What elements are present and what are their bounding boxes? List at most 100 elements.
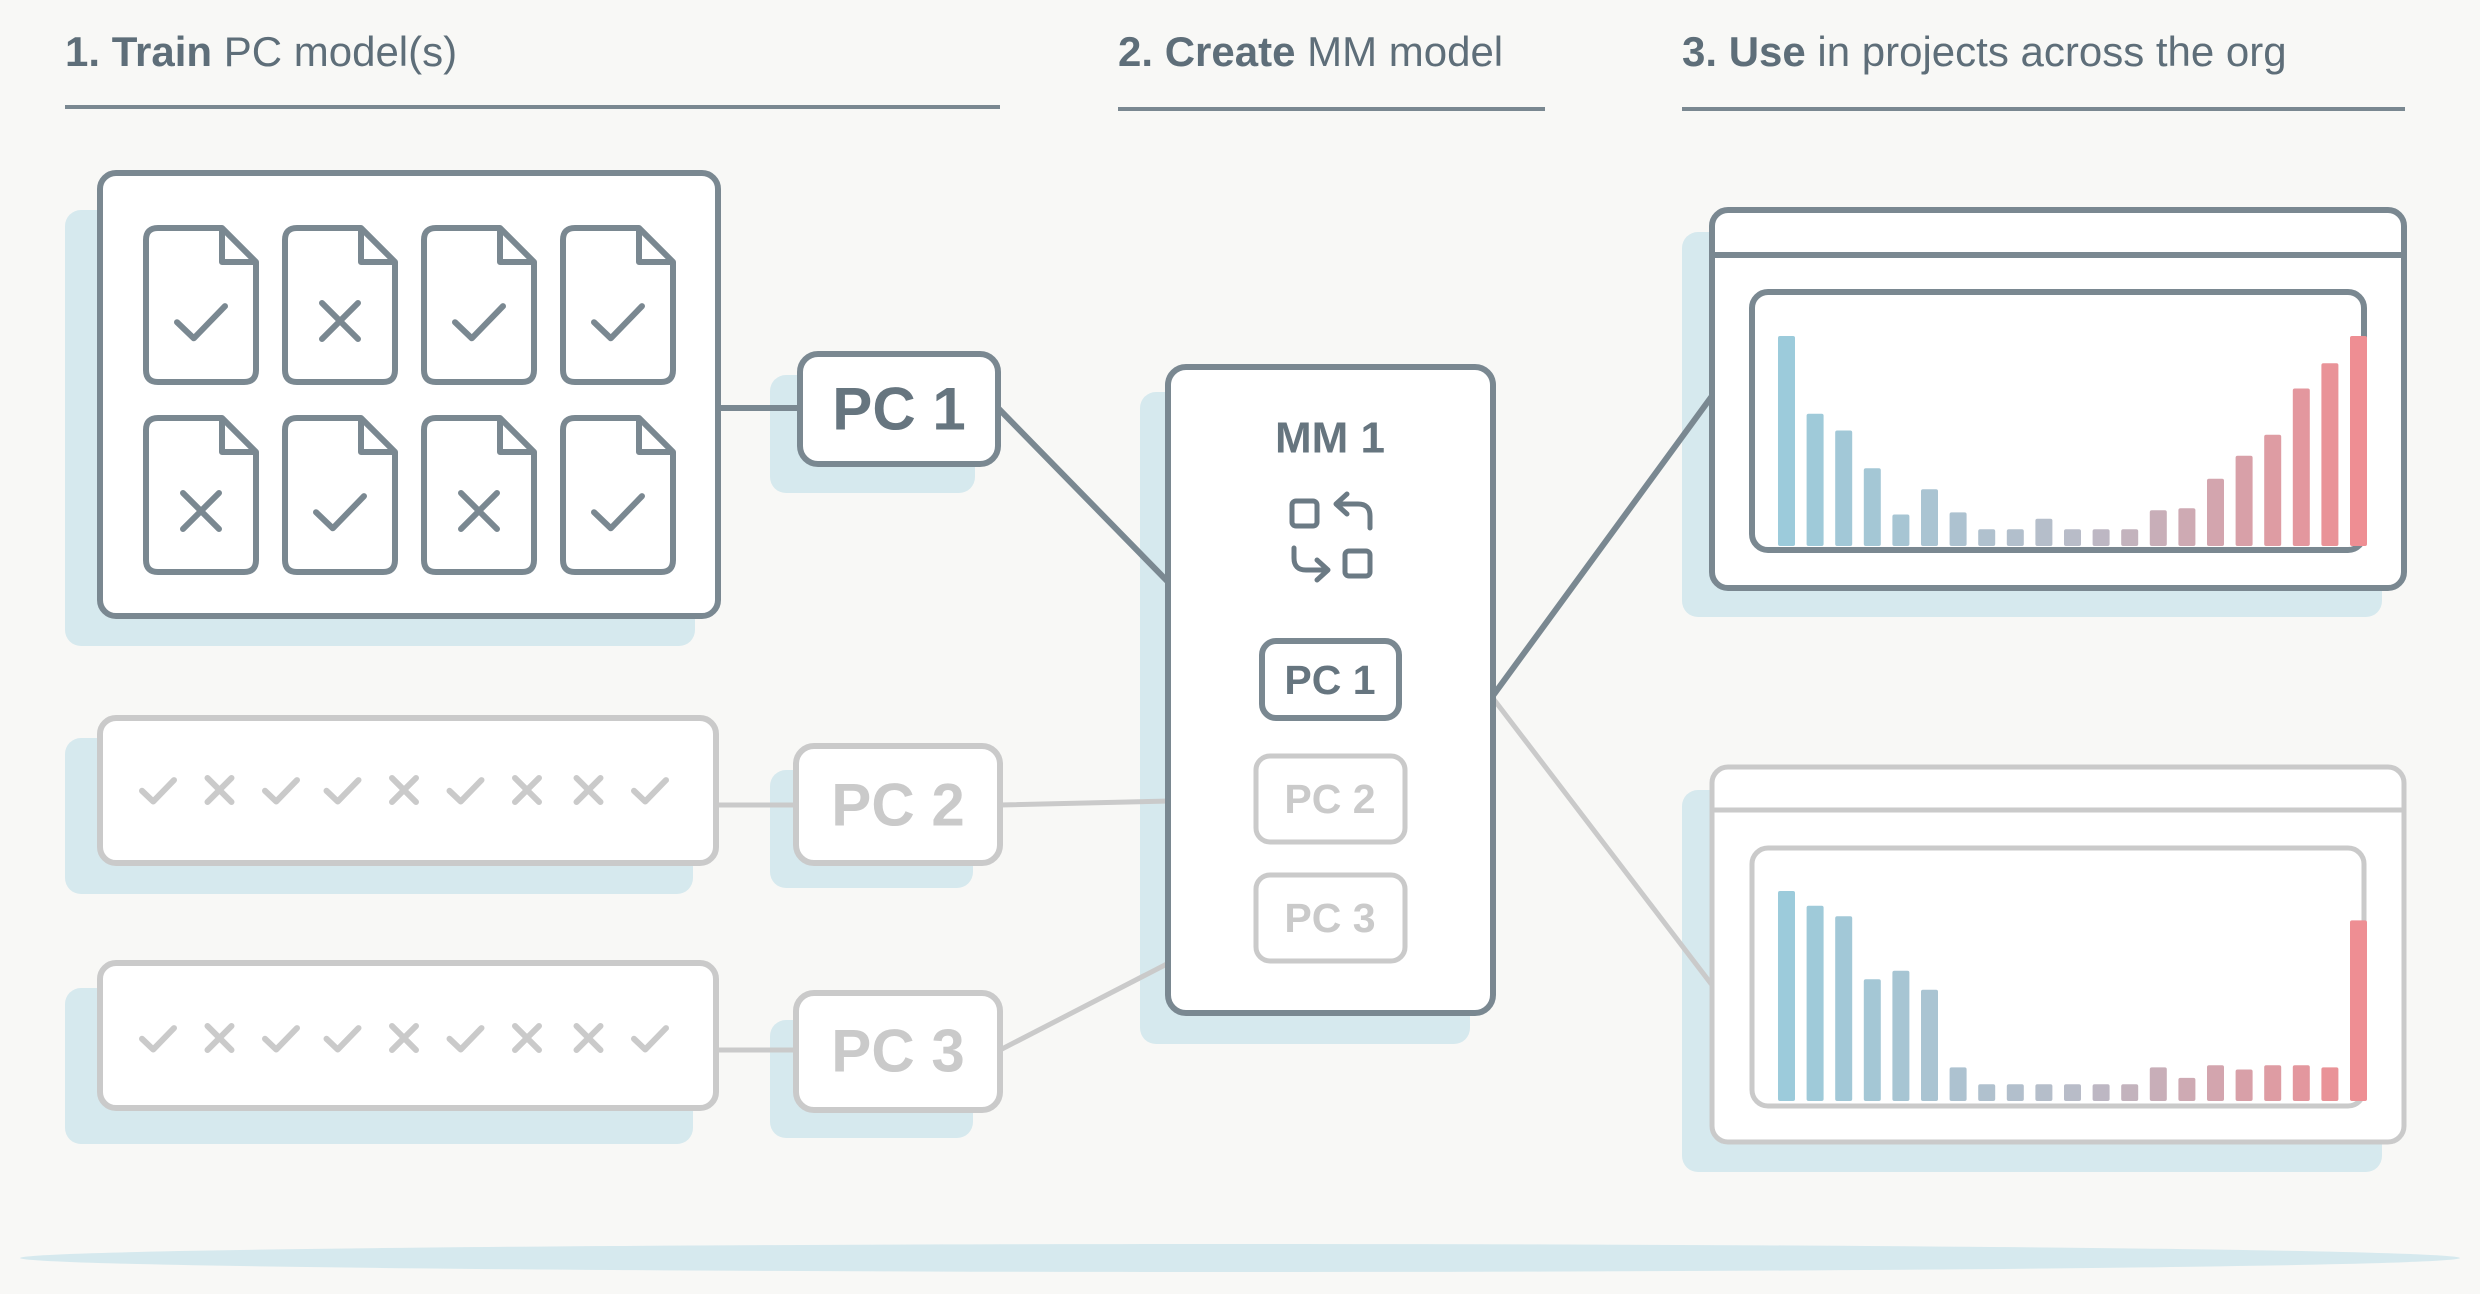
histogram-bar <box>2149 1067 2167 1101</box>
histogram-bar <box>1921 489 1938 546</box>
document-cross-icon <box>421 415 537 575</box>
connector-mm-project2 <box>1489 694 1715 988</box>
histogram-bar <box>2264 434 2282 546</box>
histogram-bar <box>1835 916 1853 1101</box>
document-check-icon <box>421 225 537 385</box>
histogram-bar <box>1863 979 1881 1101</box>
cross-mark-icon <box>512 775 542 805</box>
histogram-bar <box>1863 468 1881 546</box>
connector-mm-project1 <box>1489 393 1715 700</box>
histogram-bar <box>1835 430 1853 546</box>
check-mark-icon <box>323 777 362 805</box>
histogram-bar <box>1778 336 1795 546</box>
pc-model-3-label: PC 3 <box>831 1018 964 1085</box>
pc-model-3: PC 3 <box>793 990 1003 1113</box>
histogram-bar <box>2292 1065 2310 1101</box>
histogram-bar <box>2235 1069 2253 1101</box>
pc-model-2-label: PC 2 <box>831 772 964 839</box>
check-mark-icon <box>139 777 177 805</box>
histogram-bar <box>2178 508 2196 546</box>
mm-slot-pc2: PC 2 <box>1253 753 1408 845</box>
histogram-bar <box>2292 388 2310 546</box>
mm-model: MM 1 PC 1 PC 2 PC 3 <box>1165 364 1496 1016</box>
document-check-icon <box>560 415 676 575</box>
histogram-bar <box>2207 1065 2224 1101</box>
histogram-bar <box>1978 1084 1996 1101</box>
histogram-bar <box>1778 891 1795 1101</box>
training-set-3-marks <box>139 1023 669 1053</box>
cross-mark-icon <box>573 1023 604 1053</box>
histogram-bar <box>2121 529 2139 546</box>
histogram-bar <box>1892 970 1910 1101</box>
histogram-bar <box>2149 510 2167 546</box>
training-set-3 <box>97 960 719 1111</box>
histogram-bar <box>1949 1067 1967 1101</box>
histogram-bar <box>2178 1077 2196 1101</box>
document-cross-icon <box>143 415 259 575</box>
histogram-bar <box>2006 529 2024 546</box>
histogram-bar <box>2092 529 2110 546</box>
training-set-1 <box>97 170 721 619</box>
project-2-histogram <box>1778 891 2367 1101</box>
histogram-bar <box>1949 512 1967 546</box>
histogram-bar <box>2321 363 2339 546</box>
histogram-bar <box>2035 1084 2053 1101</box>
pc-model-2: PC 2 <box>793 743 1003 866</box>
histogram-bar <box>2064 1084 2081 1101</box>
cross-mark-icon <box>204 775 235 805</box>
histogram-bar <box>1806 413 1824 546</box>
document-grid <box>143 225 676 575</box>
cross-mark-icon <box>389 1023 419 1053</box>
section-headers: 1. Train PC model(s) 2. Create MM model … <box>65 28 2405 111</box>
histogram-bar <box>2092 1084 2110 1101</box>
document-check-icon <box>143 225 259 385</box>
document-cross-icon <box>282 225 398 385</box>
cross-mark-icon <box>389 775 419 805</box>
histogram-bar <box>2035 518 2053 546</box>
histogram-bar <box>1892 514 1910 546</box>
swap-icon <box>1289 491 1373 583</box>
pc-model-1: PC 1 <box>797 351 1001 467</box>
mm-slot-pc3: PC 3 <box>1253 872 1408 964</box>
histogram-bar <box>2235 455 2253 546</box>
header-create: 2. Create MM model <box>1118 28 1503 75</box>
check-mark-icon <box>631 777 669 805</box>
training-set-2-marks <box>139 775 669 805</box>
cross-mark-icon <box>204 1023 235 1053</box>
histogram-bar <box>2350 920 2367 1101</box>
training-set-2 <box>97 715 719 866</box>
mm-slot-pc3-label: PC 3 <box>1284 895 1375 941</box>
document-check-icon <box>560 225 676 385</box>
check-mark-icon <box>139 1025 177 1053</box>
mm-slot-pc2-label: PC 2 <box>1284 776 1375 822</box>
histogram-bar <box>2321 1067 2339 1101</box>
histogram-bar <box>2064 529 2081 546</box>
header-use: 3. Use in projects across the org <box>1682 28 2287 75</box>
histogram-bar <box>2207 478 2224 546</box>
cross-mark-icon <box>512 1023 542 1053</box>
project-window-1 <box>1709 207 2407 591</box>
histogram-bar <box>1921 989 1938 1101</box>
check-mark-icon <box>631 1025 669 1053</box>
histogram-bar <box>2264 1065 2282 1101</box>
mm-model-title: MM 1 <box>1275 414 1385 463</box>
project-1-histogram <box>1778 336 2367 546</box>
check-mark-icon <box>262 1025 300 1053</box>
histogram-bar <box>1806 905 1824 1101</box>
project-window-2 <box>1709 764 2407 1145</box>
check-mark-icon <box>446 1025 485 1053</box>
histogram-bar <box>2350 336 2367 546</box>
check-mark-icon <box>446 777 485 805</box>
histogram-bar <box>2006 1084 2024 1101</box>
mm-slot-pc1: PC 1 <box>1259 638 1402 721</box>
document-check-icon <box>282 415 398 575</box>
pc-model-1-label: PC 1 <box>832 376 965 443</box>
header-train: 1. Train PC model(s) <box>65 28 457 75</box>
cross-mark-icon <box>573 775 604 805</box>
check-mark-icon <box>323 1025 362 1053</box>
histogram-bar <box>2121 1084 2139 1101</box>
check-mark-icon <box>262 777 300 805</box>
histogram-bar <box>1978 529 1996 546</box>
mm-slot-pc1-label: PC 1 <box>1284 657 1375 703</box>
